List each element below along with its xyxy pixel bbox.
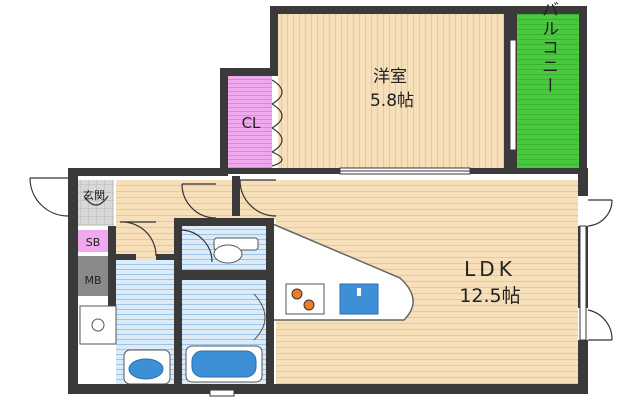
wall [108, 226, 116, 306]
entrance-label: 玄関 [83, 188, 105, 202]
shower-arc-icon [253, 293, 266, 341]
closet-door-icon [271, 79, 283, 167]
wall [174, 270, 274, 280]
wall [266, 218, 274, 384]
wall [470, 168, 580, 174]
entrance-door-icon [29, 177, 69, 217]
bathtub-basin-icon [191, 350, 257, 378]
ldk-floor [276, 180, 578, 384]
wall [174, 218, 268, 226]
door-icon [119, 221, 157, 257]
wall [578, 340, 588, 392]
wall [68, 168, 78, 394]
window [579, 225, 587, 341]
western-room-floor [278, 14, 504, 171]
balcony-label: バルコニー [538, 1, 558, 96]
door-icon [587, 309, 613, 341]
balcony-floor [517, 14, 579, 168]
wall [116, 254, 136, 260]
hallway-floor [116, 180, 276, 220]
shoebox [78, 230, 108, 252]
ldk-size: 12.5帖 [459, 285, 520, 307]
closet-floor [228, 76, 272, 168]
wall [220, 68, 228, 172]
shoebox-label: SB [86, 236, 101, 249]
wall [270, 6, 582, 14]
wall [68, 384, 588, 394]
sink-faucet-icon [357, 288, 361, 296]
washing-machine-pan [79, 305, 117, 345]
door-icon [179, 229, 213, 263]
wash-basin-icon [128, 358, 164, 380]
toilet-bowl-icon [213, 244, 243, 264]
door-swings [29, 79, 613, 341]
wall [174, 218, 182, 384]
walls [68, 6, 588, 394]
stove-burner-icon [291, 288, 303, 300]
wall [220, 68, 278, 76]
ldk-label: LDK [464, 257, 516, 281]
window [209, 389, 235, 397]
closet-label: CL [242, 114, 261, 132]
meter-box-label: MB [84, 274, 101, 287]
wall [220, 168, 340, 174]
stove-top [285, 283, 325, 315]
meter-box [78, 256, 108, 296]
washing-machine-drain-icon [91, 318, 105, 332]
door-icon [587, 199, 613, 227]
western-room-size: 5.8帖 [370, 91, 414, 111]
western-room-label: 洋室 [373, 67, 407, 87]
wall [270, 6, 278, 76]
stove-burner-icon [303, 299, 315, 311]
wall [232, 176, 240, 216]
door-icon [83, 195, 109, 206]
door-icon [181, 183, 217, 219]
wall [578, 168, 588, 196]
door-icon [239, 179, 277, 217]
wall [156, 254, 180, 260]
hallway-floor-2 [116, 220, 174, 260]
window [509, 39, 517, 151]
wall [579, 6, 587, 176]
wall [68, 168, 228, 176]
entrance-floor [78, 180, 114, 226]
